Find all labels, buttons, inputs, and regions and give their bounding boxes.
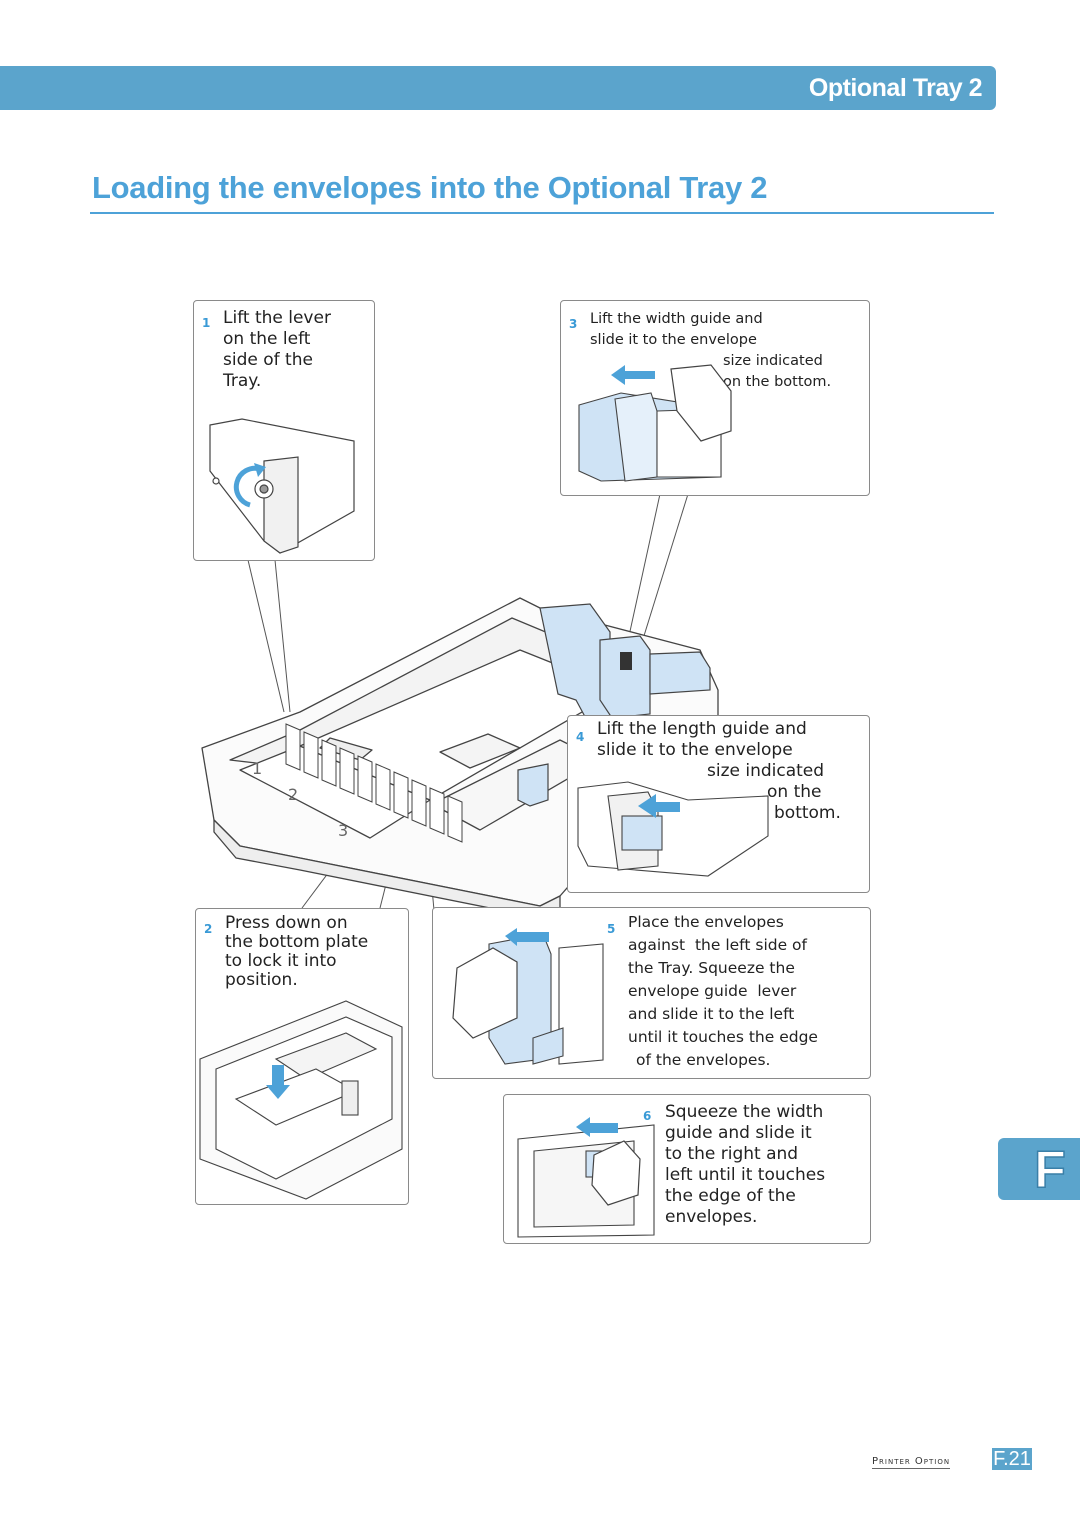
width-guide-squeeze-illustration	[517, 1117, 655, 1238]
step-4-panel: 4 Lift the length guide and slide it to …	[567, 715, 870, 893]
lever-illustration	[209, 418, 355, 554]
step-6-line-3: to the right and	[665, 1144, 799, 1164]
length-guide-illustration	[577, 781, 769, 877]
step-6-line-2: guide and slide it	[665, 1123, 812, 1143]
envelope-guide-illustration	[452, 928, 604, 1065]
step-1-number: 1	[202, 316, 211, 330]
step-5-panel: 5 Place the envelopes against the left s…	[432, 907, 871, 1079]
step-4-line-3: size indicated	[707, 761, 825, 781]
step-5-line-6: until it touches the edge	[628, 1028, 818, 1046]
step-3-panel: 3 Lift the width guide and slide it to t…	[560, 300, 870, 496]
step-6-line-5: the edge of the	[665, 1186, 796, 1206]
step-3-line-3: size indicated	[723, 353, 823, 369]
step-5-line-2: against the left side of	[628, 936, 807, 954]
title-divider	[90, 212, 994, 214]
footer-page-number: F.21	[992, 1448, 1032, 1470]
step-5-line-5: and slide it to the left	[628, 1005, 795, 1023]
step-6-line-6: envelopes.	[665, 1207, 758, 1227]
step-2-line-4: position.	[225, 970, 298, 990]
step-1-panel: 1 Lift the lever on the left side of the…	[193, 300, 375, 561]
step-4-line-5: bottom.	[774, 803, 841, 823]
step-2-line-3: to lock it into	[225, 951, 337, 971]
width-guide-illustration	[578, 364, 732, 482]
step-2-number: 2	[204, 922, 213, 936]
tray-mark-1: 1	[252, 759, 262, 778]
step-5-line-7: of the envelopes.	[636, 1051, 771, 1069]
step-3-line-1: Lift the width guide and	[590, 311, 763, 327]
step-2-line-2: the bottom plate	[225, 932, 369, 952]
chapter-tab	[998, 1138, 1080, 1200]
step-3-number: 3	[569, 317, 578, 331]
step-3-line-4: on the bottom.	[723, 374, 832, 390]
step-2-line-1: Press down on	[225, 913, 348, 933]
chapter-tab-letter: F	[1033, 1141, 1066, 1199]
step-1-line-3: side of the	[223, 350, 313, 370]
step-6-number: 6	[643, 1109, 652, 1123]
page-title: Loading the envelopes into the Optional …	[92, 170, 768, 205]
step-5-number: 5	[607, 922, 616, 936]
section-header-bar: Optional Tray 2	[0, 66, 996, 110]
step-6-line-4: left until it touches	[665, 1165, 826, 1185]
section-header-label: Optional Tray 2	[808, 74, 983, 102]
step-6-panel: 6 Squeeze the width guide and slide it t…	[503, 1094, 871, 1244]
step-1-line-1: Lift the lever	[223, 308, 331, 328]
step-4-number: 4	[576, 730, 585, 744]
step-5-line-3: the Tray. Squeeze the	[628, 959, 795, 977]
tray-mark-3: 3	[338, 821, 348, 840]
tray-mark-2: 2	[288, 785, 298, 804]
step-5-line-1: Place the envelopes	[628, 913, 784, 931]
step-6-line-1: Squeeze the width	[665, 1102, 824, 1122]
footer-section-label: Printer Option	[872, 1456, 951, 1469]
step-1-line-2: on the left	[223, 329, 311, 349]
step-3-line-2: slide it to the envelope	[590, 332, 757, 348]
step-5-line-4: envelope guide lever	[628, 982, 797, 1000]
step-4-line-4: on the	[767, 782, 822, 802]
step-2-panel: 2 Press down on the bottom plate to lock…	[195, 908, 409, 1205]
bottom-plate-illustration	[199, 1000, 403, 1200]
step-4-line-1: Lift the length guide and	[597, 719, 807, 739]
step-4-line-2: slide it to the envelope	[597, 740, 793, 760]
step-1-line-4: Tray.	[223, 371, 262, 391]
